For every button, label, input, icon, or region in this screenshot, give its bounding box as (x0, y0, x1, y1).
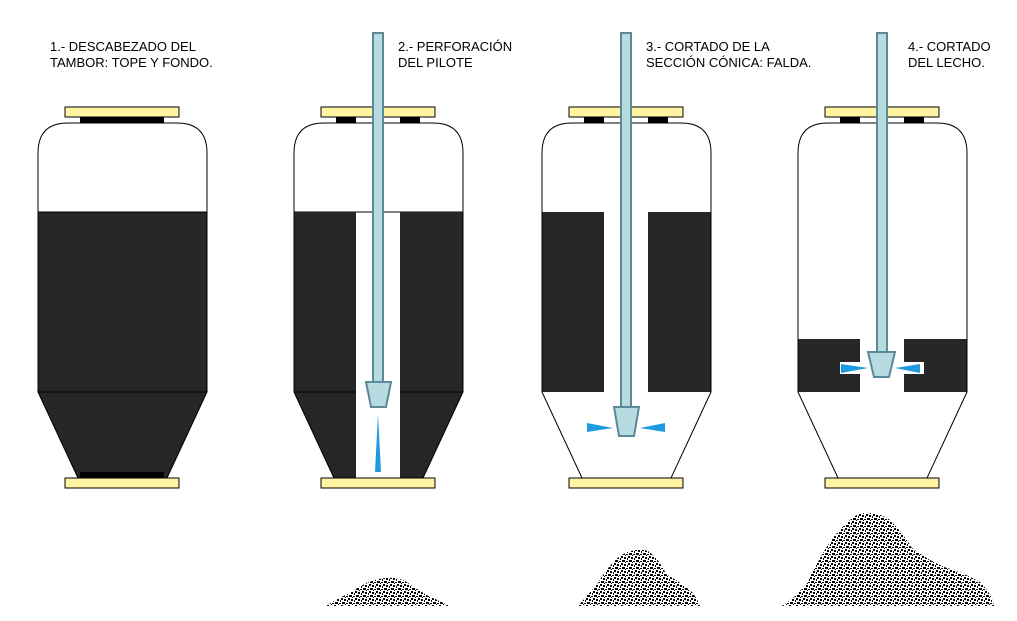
drill-stem-icon (876, 32, 888, 354)
drum-outline (541, 212, 712, 392)
top-head-plug-left (840, 117, 860, 123)
coke-pile-icon (578, 549, 700, 606)
bottom-flange (320, 477, 436, 489)
water-jet-icon (841, 364, 868, 373)
coke-bed (37, 211, 208, 393)
bottom-flange (824, 477, 940, 489)
coke-bed-right (400, 212, 463, 478)
coke-pile-step-4 (782, 512, 994, 606)
top-head-plug-right (400, 117, 420, 123)
cutting-tool-icon (612, 406, 641, 437)
water-jet-icon (587, 423, 613, 432)
cutting-tool-icon (866, 351, 897, 378)
bottom-head-plug (80, 472, 164, 478)
coke-pile-step-3 (578, 549, 700, 606)
coke-bed-right (648, 212, 711, 392)
top-head-plug (80, 117, 164, 123)
drill-stem-icon (372, 32, 384, 384)
cutting-tool-icon (364, 381, 393, 408)
step-4-drum: 4.- CORTADO DEL LECHO. (797, 32, 994, 489)
bottom-flange (568, 477, 684, 489)
top-head-plug-right (904, 117, 924, 123)
top-head-plug-right (648, 117, 668, 123)
drill-stem-icon (620, 32, 632, 409)
drum-outline (797, 339, 968, 392)
coke-pile-step-2 (326, 577, 449, 606)
water-jet-icon (375, 414, 381, 472)
bottom-flange (64, 477, 180, 489)
step-3-title: 3.- CORTADO DE LA SECCIÓN CÓNICA: FALDA. (646, 39, 811, 70)
coke-bed-left (294, 212, 356, 478)
coke-bed-left (542, 212, 604, 392)
step-2-drum: 2.- PERFORACIÓN DEL PILOTE (293, 32, 516, 489)
step-2-title: 2.- PERFORACIÓN DEL PILOTE (398, 39, 516, 70)
step-1-drum: 1.- DESCABEZADO DEL TAMBOR: TOPE Y FONDO… (37, 39, 213, 489)
step-1-title: 1.- DESCABEZADO DEL TAMBOR: TOPE Y FONDO… (50, 39, 213, 70)
top-flange (64, 106, 180, 118)
step-3-drum: 3.- CORTADO DE LA SECCIÓN CÓNICA: FALDA. (541, 32, 811, 489)
top-head-plug-left (336, 117, 356, 123)
top-head-plug-left (584, 117, 604, 123)
drum-shell-empty (37, 122, 208, 213)
cone-coke (37, 391, 208, 479)
coke-pile-icon (326, 577, 449, 606)
step-4-title: 4.- CORTADO DEL LECHO. (908, 39, 994, 70)
coke-pile-icon (782, 512, 994, 606)
water-jet-icon (640, 423, 665, 432)
water-jet-icon (895, 364, 920, 373)
